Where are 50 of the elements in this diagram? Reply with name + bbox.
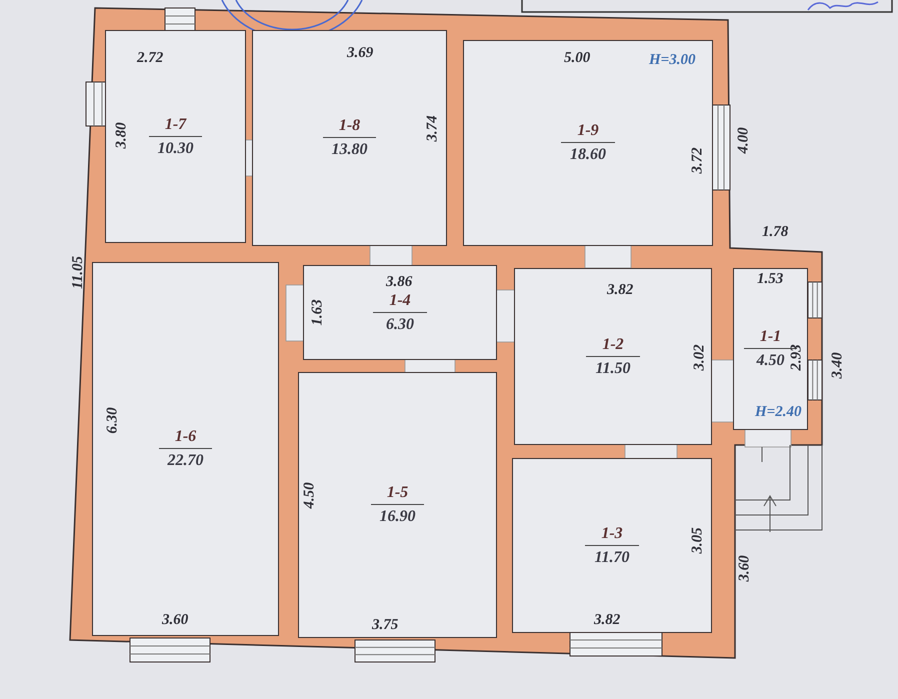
room-area: 16.90 [380,505,416,526]
dimension-label: 3.82 [594,612,620,628]
room-area: 4.50 [756,349,784,370]
room-number: 1-2 [586,336,640,356]
dimension-label: 3.86 [386,274,412,290]
room [512,458,712,633]
dimension-label: 2.72 [137,50,164,66]
dimension-label: 6.30 [106,406,121,434]
room-number: 1-6 [158,428,212,449]
room-number: 1-9 [561,122,615,143]
room [252,30,447,246]
dimension-label: 3.60 [738,554,753,582]
room-area: 10.30 [158,136,194,158]
room [92,262,279,636]
dimension-label: 3.02 [692,344,708,370]
room [514,268,712,445]
room-area: 11.70 [594,546,630,566]
dimension-label: 3.05 [690,526,706,554]
dimension-label: 1.63 [310,298,326,326]
room [298,372,497,638]
dimension-label: 5.00 [564,50,590,66]
dimension-label: 3.40 [830,352,846,378]
dimension-label: 4.50 [302,482,318,508]
dimension-label: 1.53 [757,272,784,286]
room-area: 11.50 [595,356,631,378]
dimension-label: 3.75 [372,618,398,632]
ceiling-height-label: H=2.40 [755,404,802,420]
dimension-label: 3.69 [347,46,374,60]
room [463,40,713,246]
dimension-label: 11.05 [70,256,86,288]
room-number: 1-8 [322,117,376,138]
dimension-label: 4.00 [736,126,752,154]
room-area: 13.80 [332,138,368,159]
dimension-label: 3.60 [162,612,188,628]
room-number: 1-4 [373,292,427,312]
room [105,30,246,243]
ceiling-height-label: H=3.00 [649,52,696,68]
room-number: 1-7 [148,116,202,136]
dimension-label: 3.74 [426,114,441,142]
dimension-label: 3.82 [607,282,634,298]
room-number: 1-3 [585,524,639,546]
dimension-label: 1.78 [762,224,788,240]
dimension-label: 3.72 [690,146,706,174]
room-area: 22.70 [168,449,204,470]
room [303,265,497,360]
room-area: 6.30 [386,312,414,334]
room-area: 18.60 [570,143,606,164]
room [733,268,808,430]
dimension-label: 3.80 [114,122,130,148]
room-number: 1-5 [370,484,424,505]
